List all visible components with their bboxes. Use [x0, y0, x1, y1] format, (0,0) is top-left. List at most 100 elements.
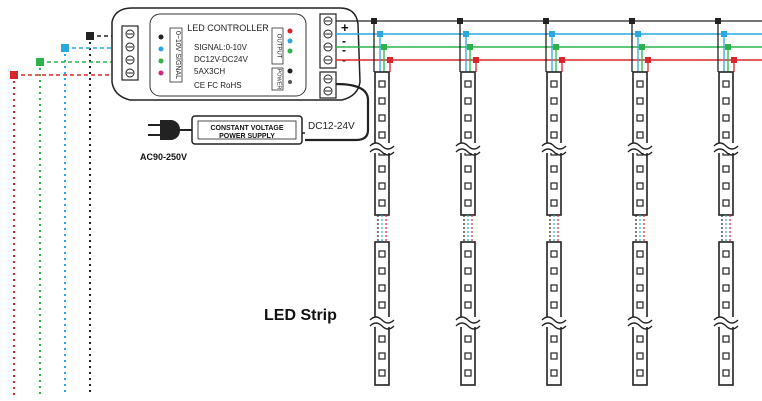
led-strip-3 [541, 18, 567, 386]
strip-3-led-chip [550, 335, 558, 343]
strip-2-led-chip [464, 182, 472, 190]
strip-2-led-chip [464, 131, 472, 139]
output-led-blue [287, 38, 293, 44]
strip-1-led-chip [378, 284, 386, 292]
strip-4-break-bottom [627, 148, 653, 156]
strip-1-led-chip [378, 335, 386, 343]
strip-3-break-bottom [541, 148, 567, 156]
strip-3-led-chip [550, 267, 558, 275]
strip-5-tap-node [721, 31, 727, 37]
strip-1-tap-node [377, 31, 383, 37]
strip-5-break-top [713, 316, 739, 324]
strip-4-led-chip [636, 114, 644, 122]
strip-5-break-gap [714, 317, 738, 327]
output-label: OUTPUT [276, 34, 282, 59]
strip-2-lower-body [460, 241, 476, 386]
strip-2-break-top [455, 316, 481, 324]
strip-5-led-chip [722, 335, 730, 343]
signal-node-blue [61, 44, 69, 52]
led-strip-4 [627, 18, 653, 386]
strip-3-led-chip [550, 284, 558, 292]
strip-2-break-bottom [455, 322, 481, 330]
strip-4-led-chip [636, 250, 644, 258]
strip-4-led-chip [636, 369, 644, 377]
strip-2-led-chip [464, 301, 472, 309]
led-strip-2 [455, 18, 481, 386]
strip-1-break-top [369, 316, 395, 324]
strip-3-tap-node [559, 57, 565, 63]
signal-node-red [10, 71, 18, 79]
strip-2-led-chip [464, 199, 472, 207]
input-terminal-block [121, 25, 139, 81]
led-strip-1 [369, 18, 395, 386]
strip-5-led-chip [722, 182, 730, 190]
strip-3-led-chip [550, 97, 558, 105]
ac-plug-icon [160, 120, 180, 140]
input-led-green [158, 58, 164, 64]
strip-4-led-chip [636, 352, 644, 360]
power-supply-group: CONSTANT VOLTAGE POWER SUPPLY DC12-24V A… [140, 82, 370, 162]
strip-2-tap-node [467, 44, 473, 50]
output-terminal-block [319, 13, 337, 69]
strip-4-led-chip [636, 199, 644, 207]
strip-5-lower-body [718, 241, 734, 386]
strip-4-break-top [627, 142, 653, 150]
strip-1-break-bottom [369, 322, 395, 330]
minus-marker-green: - [342, 43, 346, 57]
cert-marks: CE FC RoHS [194, 81, 242, 90]
strip-5-led-chip [722, 250, 730, 258]
signal-wires [10, 32, 128, 395]
spec-voltage: DC12V-DC24V [194, 55, 248, 64]
strip-4-led-chip [636, 182, 644, 190]
strip-1-tap-node [371, 18, 377, 24]
strip-2-tap-node [457, 18, 463, 24]
strip-4-break-gap [628, 143, 652, 153]
signal-node-green [36, 58, 44, 66]
psu-line1: CONSTANT VOLTAGE [210, 125, 283, 132]
strip-2-led-chip [464, 369, 472, 377]
psu-output-voltage: DC12-24V [308, 121, 355, 132]
strip-5-break-top [713, 142, 739, 150]
spec-signal: SIGNAL:0-10V [194, 43, 248, 52]
strip-1-led-chip [378, 80, 386, 88]
strip-1-led-chip [378, 301, 386, 309]
spec-current: 5AX3CH [194, 67, 225, 76]
strip-2-break-top [455, 142, 481, 150]
strip-3-break-gap [542, 143, 566, 153]
plus-marker: + [341, 20, 349, 35]
led-strip-5 [713, 18, 739, 386]
strip-5-led-chip [722, 114, 730, 122]
strip-2-led-chip [464, 284, 472, 292]
strip-5-tap-node [731, 57, 737, 63]
strip-3-led-chip [550, 114, 558, 122]
strip-4-break-gap [628, 317, 652, 327]
output-led-black [287, 68, 293, 74]
strip-4-led-chip [636, 165, 644, 173]
strip-3-tap-node [553, 44, 559, 50]
led-strips [369, 18, 739, 386]
input-signal-label: 0~10V SIGNAL [174, 31, 181, 79]
strip-1-led-chip [378, 182, 386, 190]
strip-3-led-chip [550, 250, 558, 258]
bus-wires [336, 20, 762, 61]
strip-4-led-chip [636, 335, 644, 343]
strip-1-led-chip [378, 114, 386, 122]
strip-3-led-chip [550, 80, 558, 88]
input-led-magenta [158, 70, 164, 76]
strip-4-tap-node [639, 44, 645, 50]
strip-5-tap-node [725, 44, 731, 50]
strip-3-break-top [541, 142, 567, 150]
strip-4-tap-node [629, 18, 635, 24]
strip-5-led-chip [722, 165, 730, 173]
strip-3-lower-body [546, 241, 562, 386]
psu-line2: POWER SUPPLY [219, 133, 275, 140]
strip-3-led-chip [550, 165, 558, 173]
input-led-blue [158, 46, 164, 52]
strip-1-led-chip [378, 97, 386, 105]
strip-4-led-chip [636, 97, 644, 105]
strip-3-break-bottom [541, 322, 567, 330]
strip-5-led-chip [722, 284, 730, 292]
strip-5-led-chip [722, 80, 730, 88]
strip-3-led-chip [550, 301, 558, 309]
strip-2-break-gap [456, 143, 480, 153]
